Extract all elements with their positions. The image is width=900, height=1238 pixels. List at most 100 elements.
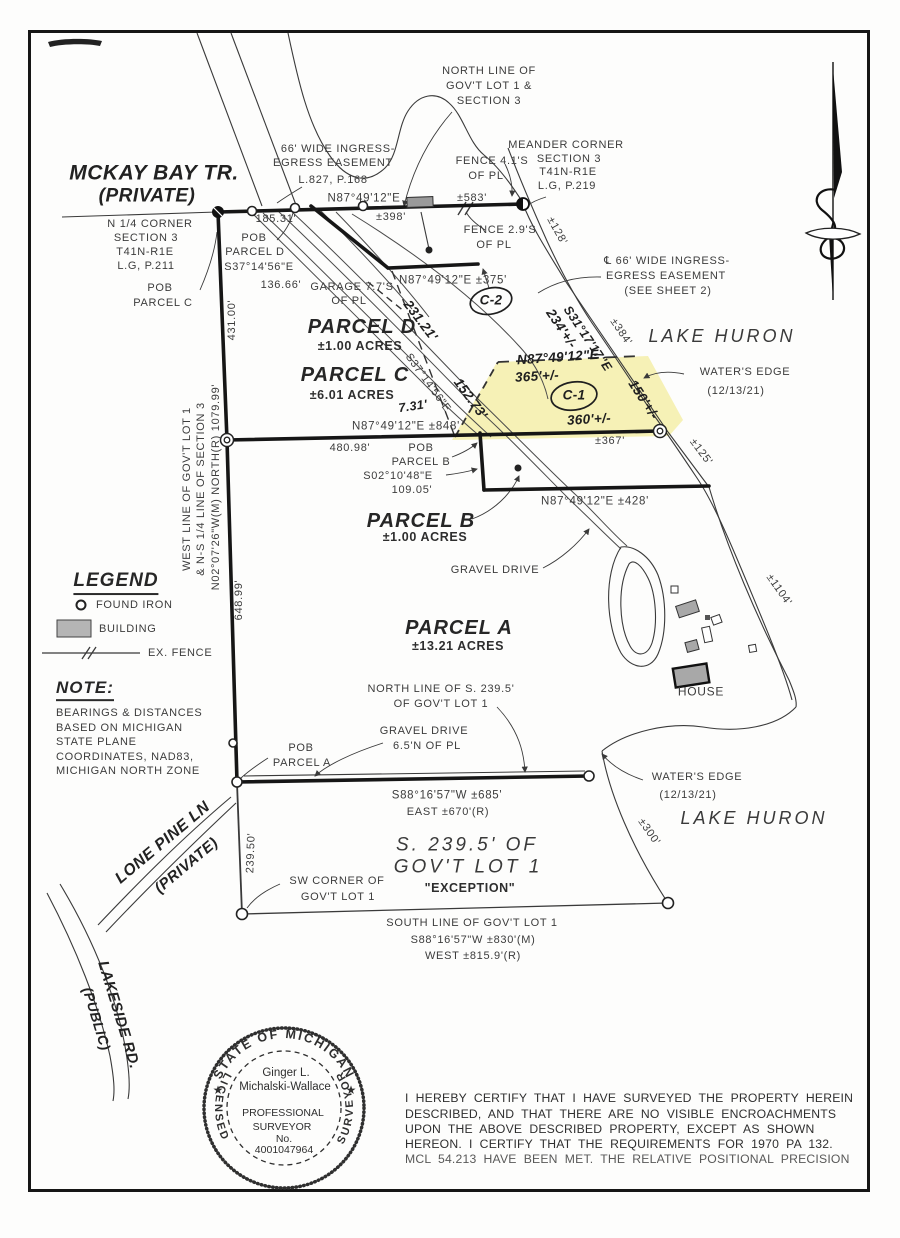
legend-fence-label: EX. FENCE: [148, 646, 213, 659]
seal-surveyor-name: Ginger L.: [262, 1067, 309, 1079]
c1-circle: [550, 380, 598, 412]
exception-parcel-label: S. 239.5' OF: [395, 834, 539, 856]
garage-label: OF PL: [331, 294, 367, 307]
south-line-label: SOUTH LINE OF GOV'T LOT 1: [386, 916, 558, 929]
easement-cl-label: EGRESS EASEMENT: [606, 269, 726, 282]
parcel-b-acreage: ±1.00 ACRES: [382, 530, 468, 545]
lakeside-road-line: [59, 883, 130, 1100]
south-line-label: S88°16'57"W ±830'(M): [410, 933, 536, 946]
bearing-label: N87°49'12"E: [327, 192, 401, 205]
house-label: HOUSE: [677, 684, 725, 699]
seal-title: SURVEYOR: [253, 1121, 312, 1133]
traverse-384: [565, 281, 669, 433]
note-text: STATE PLANE: [56, 735, 137, 748]
svg-text:SURVEYOR: SURVEYOR: [333, 1068, 356, 1146]
bearing-label: N87°49'12"E ±375': [398, 274, 508, 287]
parcel-c1-highlight: [452, 356, 683, 440]
buildings: [406, 196, 758, 689]
certification-text: HEREON. I CERTIFY THAT THE REQUIREMENTS …: [405, 1137, 833, 1151]
dimension-label: 480.98': [329, 441, 371, 454]
house-footprint: [671, 662, 711, 689]
pob-parcel-d-label: POB: [241, 231, 267, 244]
certification-text: I HEREBY CERTIFY THAT I HAVE SURVEYED TH…: [405, 1091, 854, 1105]
pob-parcel-a-label: PARCEL A: [272, 756, 332, 769]
easement-centerline: [351, 213, 549, 400]
north-line-2395-label: NORTH LINE OF S. 239.5': [367, 682, 515, 695]
gravel-drive-strands: [252, 207, 628, 550]
north-arrow-icon: [804, 62, 862, 300]
dimension-label: ±398': [376, 210, 406, 223]
handwritten-circles: [469, 286, 598, 412]
seal-arc-left: LICENSED: [212, 1071, 231, 1144]
sw-corner-label: SW CORNER OF: [289, 874, 385, 887]
record-dimension-label: EAST ±670'(R): [406, 805, 490, 818]
north-line-2395-label: OF GOV'T LOT 1: [393, 697, 489, 710]
n-quarter-corner-label: N 1/4 CORNER: [107, 217, 193, 230]
waters-edge-line: [507, 147, 793, 701]
seal-star-right: ★: [346, 1083, 357, 1097]
lone-pine-road-line: [97, 796, 232, 926]
parcel-c-name: PARCEL C: [300, 364, 410, 386]
dimension-label: ±367': [595, 434, 625, 447]
south-line-label: WEST ±815.9'(R): [424, 949, 522, 962]
certification-text: MCL 54.213 HAVE BEEN MET. THE RELATIVE P…: [405, 1152, 850, 1166]
certification-text: DESCRIBED, AND THAT THERE ARE NO VISIBLE…: [405, 1107, 837, 1121]
easement-record-label: L.827, P.168: [298, 173, 368, 186]
note-text: COORDINATES, NAD83,: [56, 750, 194, 763]
pob-parcel-b-label: PARCEL B: [391, 455, 451, 468]
easement-cl-label: (SEE SHEET 2): [624, 284, 712, 297]
bearing-label: N87°49'12"E ±848': [351, 420, 461, 433]
easement-label: EGRESS EASEMENT: [273, 156, 393, 169]
dimension-label: 431.00': [225, 299, 238, 341]
exception-west-line: [236, 782, 243, 915]
traverse-128: [522, 203, 567, 283]
handwritten-dim: 365'+/-: [514, 367, 560, 385]
pob-parcel-b-label: POB: [408, 441, 434, 454]
north-cove-shoreline: [287, 32, 524, 204]
bearing-label: N87°49'12"E ±428': [540, 495, 650, 508]
garage-label: GARAGE 7.7'S: [310, 280, 394, 293]
bearing-label: S02°10'48"E: [363, 469, 433, 482]
road-label-mckay-private: (PRIVATE): [98, 185, 196, 207]
north-line-label: GOV'T LOT 1 &: [446, 79, 532, 92]
lake-huron-label: LAKE HURON: [648, 326, 796, 347]
dimension-label: 109.05': [391, 483, 433, 496]
gravel-drive-65-label: 6.5'N OF PL: [393, 739, 461, 752]
pob-parcel-a-label: POB: [288, 741, 314, 754]
surveyor-seal: STATE OF MICHIGAN LICENSED SURVEYOR ★ ★ …: [202, 1026, 366, 1190]
legend-building-label: BUILDING: [99, 622, 157, 635]
parcel-c-acreage: ±6.01 ACRES: [309, 388, 395, 403]
note-title: NOTE:: [56, 678, 114, 701]
fence-41-label: OF PL: [468, 169, 504, 182]
seal-star-left: ★: [213, 1083, 224, 1097]
handwritten-dim: 360'+/-: [566, 410, 612, 428]
west-line-label: & N-S 1/4 LINE OF SECTION 3: [194, 402, 207, 576]
meander-corner-label: MEANDER CORNER: [508, 138, 624, 151]
meander-corner-label: SECTION 3: [536, 152, 602, 165]
pob-parcel-c-label: POB: [147, 281, 173, 294]
mid-boundary-848: [225, 429, 662, 442]
lakeside-road-line: [46, 892, 115, 1102]
bearing-label: S37°14'56"E: [224, 260, 294, 273]
seal-inner-ring: [226, 1050, 342, 1166]
note-text: BEARINGS & DISTANCES: [56, 706, 203, 719]
waters-edge-label: (12/13/21): [707, 384, 765, 397]
pob-parcel-c-label: PARCEL C: [133, 296, 193, 309]
waters-edge-label: WATER'S EDGE: [651, 770, 743, 783]
north-line-label: NORTH LINE OF: [442, 64, 536, 77]
pob-parcel-d-label: PARCEL D: [225, 245, 285, 258]
legend-title: LEGEND: [73, 570, 159, 595]
thin-lines: [46, 32, 797, 1102]
west-line-label: WEST LINE OF GOV'T LOT 1: [180, 407, 193, 571]
traverse-300: [601, 750, 669, 904]
parcel-b-name: PARCEL B: [366, 510, 476, 532]
dashed-lines: [367, 270, 641, 438]
south-line-govt-lot1: [241, 902, 669, 915]
bearing-label: S88°16'57"W ±685': [391, 789, 503, 802]
n-quarter-corner-label: T41N-R1E: [116, 245, 174, 258]
fence-29-label: FENCE 2.9'S: [463, 223, 537, 236]
parcel-b-south-428: [482, 484, 711, 492]
boundary-lines: [216, 202, 711, 784]
easement-cl-label: ℄ 66' WIDE INGRESS-: [604, 254, 730, 267]
